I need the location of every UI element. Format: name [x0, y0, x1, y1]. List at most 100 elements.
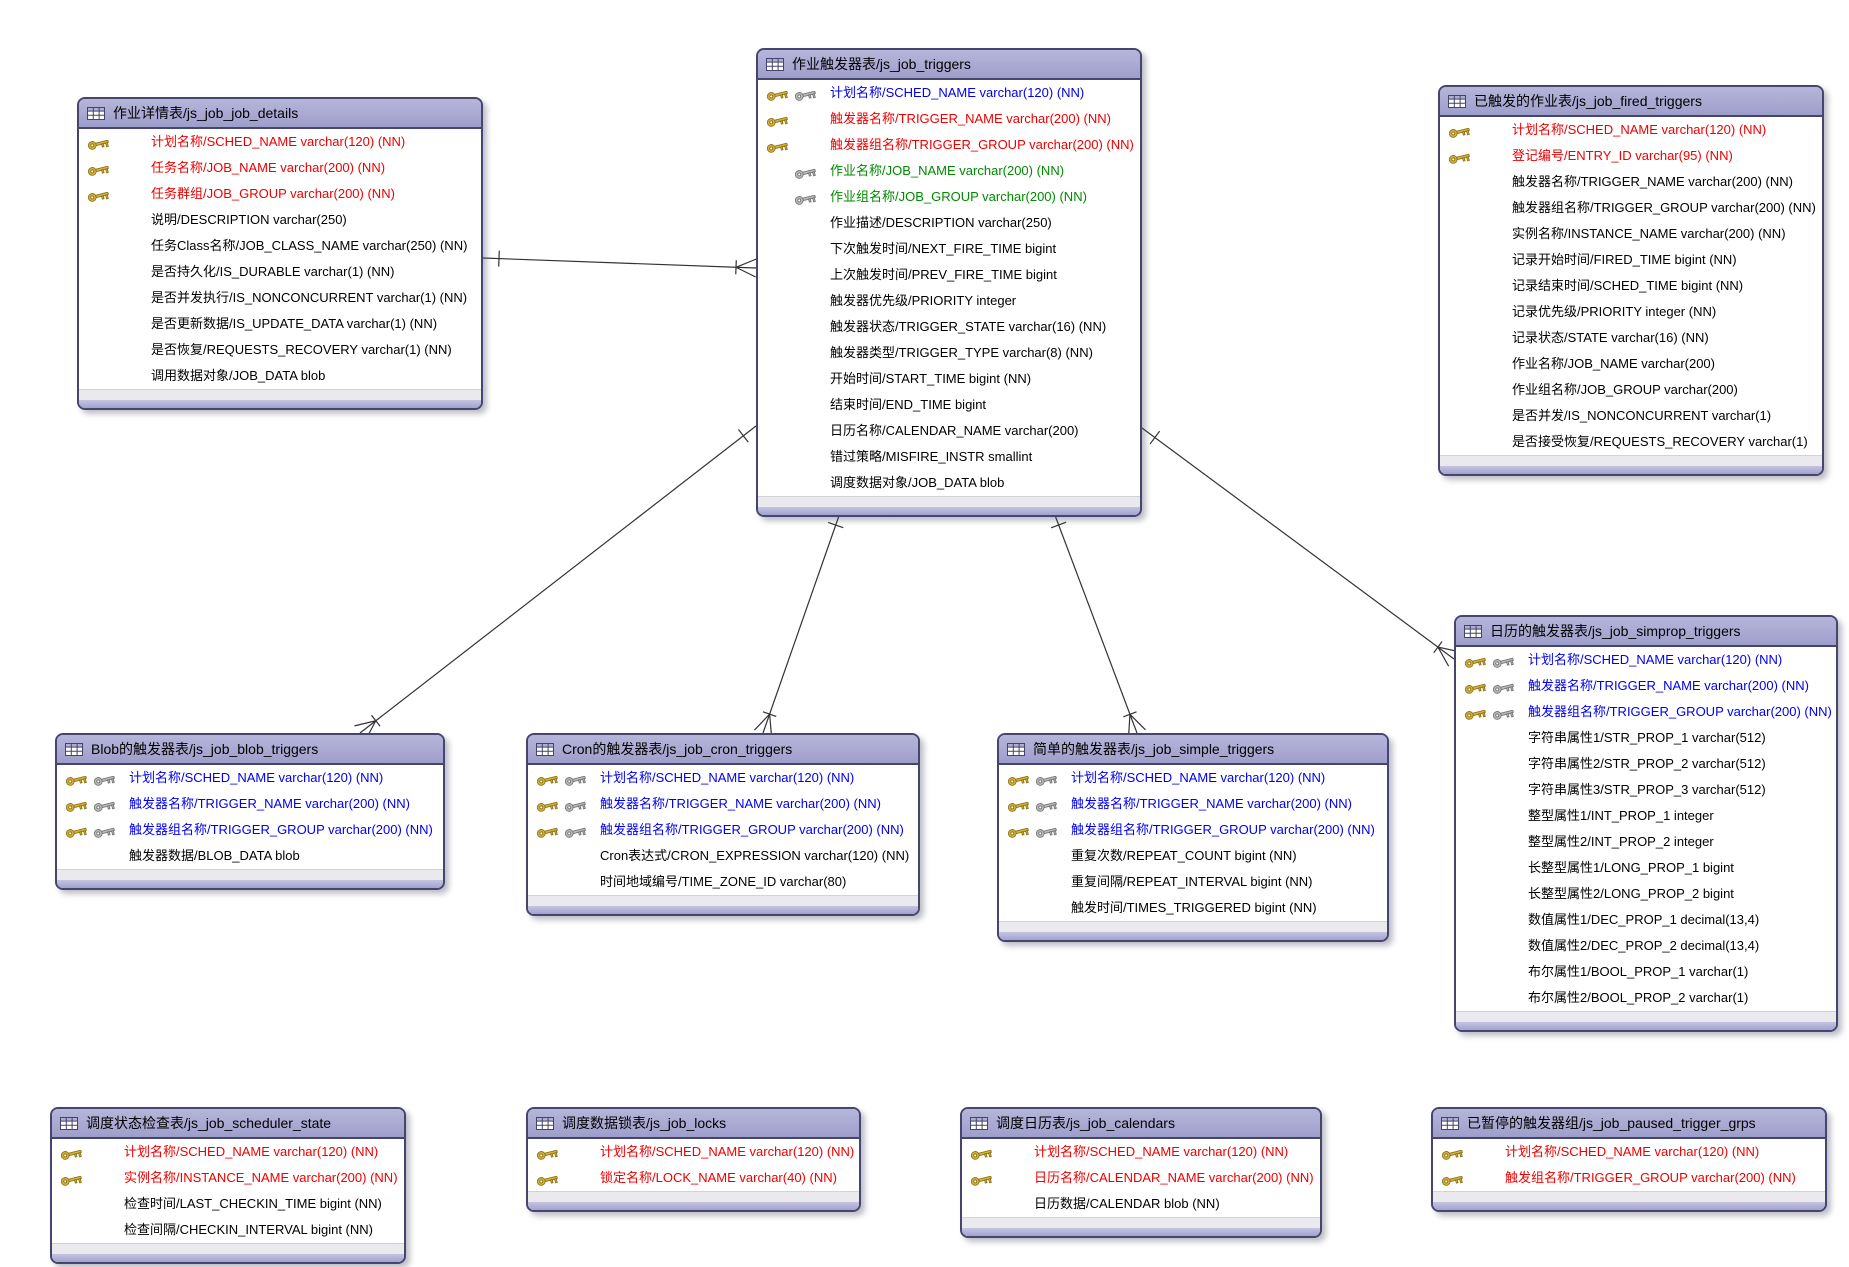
- field-row-js_job_locks-0[interactable]: 计划名称/SCHED_NAME varchar(120) (NN): [528, 1139, 859, 1165]
- field-row-js_job_blob_triggers-2[interactable]: 触发器组名称/TRIGGER_GROUP varchar(200) (NN): [57, 817, 443, 843]
- field-row-js_job_scheduler_state-3[interactable]: 检查间隔/CHECKIN_INTERVAL bigint (NN): [52, 1217, 404, 1243]
- field-row-js_job_calendars-0[interactable]: 计划名称/SCHED_NAME varchar(120) (NN): [962, 1139, 1320, 1165]
- field-row-js_job_job_details-6[interactable]: 是否并发执行/IS_NONCONCURRENT varchar(1) (NN): [79, 285, 481, 311]
- field-row-js_job_fired_triggers-4[interactable]: 实例名称/INSTANCE_NAME varchar(200) (NN): [1440, 221, 1822, 247]
- relationship-js_job_triggers-js_job_blob_triggers[interactable]: [354, 425, 757, 741]
- field-row-js_job_job_details-1[interactable]: 任务名称/JOB_NAME varchar(200) (NN): [79, 155, 481, 181]
- field-row-js_job_simprop_triggers-3[interactable]: 字符串属性1/STR_PROP_1 varchar(512): [1456, 725, 1836, 751]
- field-row-js_job_fired_triggers-3[interactable]: 触发器组名称/TRIGGER_GROUP varchar(200) (NN): [1440, 195, 1822, 221]
- field-row-js_job_triggers-7[interactable]: 上次触发时间/PREV_FIRE_TIME bigint: [758, 262, 1140, 288]
- field-row-js_job_blob_triggers-0[interactable]: 计划名称/SCHED_NAME varchar(120) (NN): [57, 765, 443, 791]
- field-row-js_job_simprop_triggers-4[interactable]: 字符串属性2/STR_PROP_2 varchar(512): [1456, 751, 1836, 777]
- field-row-js_job_simprop_triggers-0[interactable]: 计划名称/SCHED_NAME varchar(120) (NN): [1456, 647, 1836, 673]
- field-row-js_job_fired_triggers-2[interactable]: 触发器名称/TRIGGER_NAME varchar(200) (NN): [1440, 169, 1822, 195]
- table-header[interactable]: 日历的触发器表/js_job_simprop_triggers: [1456, 617, 1836, 647]
- field-row-js_job_fired_triggers-12[interactable]: 是否接受恢复/REQUESTS_RECOVERY varchar(1): [1440, 429, 1822, 455]
- field-row-js_job_locks-1[interactable]: 锁定名称/LOCK_NAME varchar(40) (NN): [528, 1165, 859, 1191]
- field-row-js_job_job_details-2[interactable]: 任务群组/JOB_GROUP varchar(200) (NN): [79, 181, 481, 207]
- field-row-js_job_triggers-15[interactable]: 调度数据对象/JOB_DATA blob: [758, 470, 1140, 496]
- field-row-js_job_simple_triggers-4[interactable]: 重复间隔/REPEAT_INTERVAL bigint (NN): [999, 869, 1387, 895]
- field-row-js_job_job_details-0[interactable]: 计划名称/SCHED_NAME varchar(120) (NN): [79, 129, 481, 155]
- field-row-js_job_fired_triggers-6[interactable]: 记录结束时间/SCHED_TIME bigint (NN): [1440, 273, 1822, 299]
- table-header[interactable]: 调度数据锁表/js_job_locks: [528, 1109, 859, 1139]
- field-row-js_job_triggers-1[interactable]: 触发器名称/TRIGGER_NAME varchar(200) (NN): [758, 106, 1140, 132]
- field-row-js_job_simprop_triggers-8[interactable]: 长整型属性1/LONG_PROP_1 bigint: [1456, 855, 1836, 881]
- field-row-js_job_job_details-5[interactable]: 是否持久化/IS_DURABLE varchar(1) (NN): [79, 259, 481, 285]
- field-row-js_job_cron_triggers-1[interactable]: 触发器名称/TRIGGER_NAME varchar(200) (NN): [528, 791, 918, 817]
- table-header[interactable]: 已触发的作业表/js_job_fired_triggers: [1440, 87, 1822, 117]
- field-row-js_job_blob_triggers-1[interactable]: 触发器名称/TRIGGER_NAME varchar(200) (NN): [57, 791, 443, 817]
- field-row-js_job_triggers-9[interactable]: 触发器状态/TRIGGER_STATE varchar(16) (NN): [758, 314, 1140, 340]
- field-row-js_job_job_details-9[interactable]: 调用数据对象/JOB_DATA blob: [79, 363, 481, 389]
- field-row-js_job_triggers-3[interactable]: 作业名称/JOB_NAME varchar(200) (NN): [758, 158, 1140, 184]
- field-row-js_job_fired_triggers-1[interactable]: 登记编号/ENTRY_ID varchar(95) (NN): [1440, 143, 1822, 169]
- table-header[interactable]: 调度状态检查表/js_job_scheduler_state: [52, 1109, 404, 1139]
- field-row-js_job_simprop_triggers-5[interactable]: 字符串属性3/STR_PROP_3 varchar(512): [1456, 777, 1836, 803]
- table-header[interactable]: 调度日历表/js_job_calendars: [962, 1109, 1320, 1139]
- table-header[interactable]: 简单的触发器表/js_job_simple_triggers: [999, 735, 1387, 765]
- field-row-js_job_triggers-6[interactable]: 下次触发时间/NEXT_FIRE_TIME bigint: [758, 236, 1140, 262]
- table-header[interactable]: 已暂停的触发器组/js_job_paused_trigger_grps: [1433, 1109, 1825, 1139]
- field-row-js_job_triggers-4[interactable]: 作业组名称/JOB_GROUP varchar(200) (NN): [758, 184, 1140, 210]
- field-row-js_job_job_details-7[interactable]: 是否更新数据/IS_UPDATE_DATA varchar(1) (NN): [79, 311, 481, 337]
- field-row-js_job_cron_triggers-2[interactable]: 触发器组名称/TRIGGER_GROUP varchar(200) (NN): [528, 817, 918, 843]
- field-row-js_job_paused_trigger_grps-0[interactable]: 计划名称/SCHED_NAME varchar(120) (NN): [1433, 1139, 1825, 1165]
- field-row-js_job_simple_triggers-1[interactable]: 触发器名称/TRIGGER_NAME varchar(200) (NN): [999, 791, 1387, 817]
- field-row-js_job_simple_triggers-0[interactable]: 计划名称/SCHED_NAME varchar(120) (NN): [999, 765, 1387, 791]
- field-row-js_job_simprop_triggers-11[interactable]: 数值属性2/DEC_PROP_2 decimal(13,4): [1456, 933, 1836, 959]
- table-header[interactable]: Blob的触发器表/js_job_blob_triggers: [57, 735, 443, 765]
- field-row-js_job_calendars-1[interactable]: 日历名称/CALENDAR_NAME varchar(200) (NN): [962, 1165, 1320, 1191]
- field-row-js_job_triggers-8[interactable]: 触发器优先级/PRIORITY integer: [758, 288, 1140, 314]
- field-row-js_job_scheduler_state-0[interactable]: 计划名称/SCHED_NAME varchar(120) (NN): [52, 1139, 404, 1165]
- field-row-js_job_calendars-2[interactable]: 日历数据/CALENDAR blob (NN): [962, 1191, 1320, 1217]
- table-header[interactable]: 作业详情表/js_job_job_details: [79, 99, 481, 129]
- field-row-js_job_blob_triggers-3[interactable]: 触发器数据/BLOB_DATA blob: [57, 843, 443, 869]
- field-row-js_job_triggers-14[interactable]: 错过策略/MISFIRE_INSTR smallint: [758, 444, 1140, 470]
- field-row-js_job_fired_triggers-5[interactable]: 记录开始时间/FIRED_TIME bigint (NN): [1440, 247, 1822, 273]
- field-row-js_job_triggers-13[interactable]: 日历名称/CALENDAR_NAME varchar(200): [758, 418, 1140, 444]
- field-row-js_job_simprop_triggers-1[interactable]: 触发器名称/TRIGGER_NAME varchar(200) (NN): [1456, 673, 1836, 699]
- field-row-js_job_paused_trigger_grps-1[interactable]: 触发组名称/TRIGGER_GROUP varchar(200) (NN): [1433, 1165, 1825, 1191]
- field-row-js_job_triggers-10[interactable]: 触发器类型/TRIGGER_TYPE varchar(8) (NN): [758, 340, 1140, 366]
- table-header[interactable]: 作业触发器表/js_job_triggers: [758, 50, 1140, 80]
- field-row-js_job_simprop_triggers-10[interactable]: 数值属性1/DEC_PROP_1 decimal(13,4): [1456, 907, 1836, 933]
- field-row-js_job_simprop_triggers-9[interactable]: 长整型属性2/LONG_PROP_2 bigint: [1456, 881, 1836, 907]
- table-header[interactable]: Cron的触发器表/js_job_cron_triggers: [528, 735, 918, 765]
- field-row-js_job_triggers-5[interactable]: 作业描述/DESCRIPTION varchar(250): [758, 210, 1140, 236]
- field-row-js_job_simple_triggers-3[interactable]: 重复次数/REPEAT_COUNT bigint (NN): [999, 843, 1387, 869]
- field-row-js_job_triggers-2[interactable]: 触发器组名称/TRIGGER_GROUP varchar(200) (NN): [758, 132, 1140, 158]
- field-row-js_job_fired_triggers-11[interactable]: 是否并发/IS_NONCONCURRENT varchar(1): [1440, 403, 1822, 429]
- field-row-js_job_cron_triggers-0[interactable]: 计划名称/SCHED_NAME varchar(120) (NN): [528, 765, 918, 791]
- field-row-js_job_scheduler_state-1[interactable]: 实例名称/INSTANCE_NAME varchar(200) (NN): [52, 1165, 404, 1191]
- field-row-js_job_fired_triggers-0[interactable]: 计划名称/SCHED_NAME varchar(120) (NN): [1440, 117, 1822, 143]
- field-row-js_job_fired_triggers-7[interactable]: 记录优先级/PRIORITY integer (NN): [1440, 299, 1822, 325]
- field-row-js_job_job_details-4[interactable]: 任务Class名称/JOB_CLASS_NAME varchar(250) (N…: [79, 233, 481, 259]
- relationship-js_job_job_details-js_job_triggers[interactable]: [482, 250, 757, 278]
- field-row-js_job_simple_triggers-2[interactable]: 触发器组名称/TRIGGER_GROUP varchar(200) (NN): [999, 817, 1387, 843]
- field-row-js_job_scheduler_state-2[interactable]: 检查时间/LAST_CHECKIN_TIME bigint (NN): [52, 1191, 404, 1217]
- field-row-js_job_fired_triggers-10[interactable]: 作业组名称/JOB_GROUP varchar(200): [1440, 377, 1822, 403]
- field-row-js_job_fired_triggers-9[interactable]: 作业名称/JOB_NAME varchar(200): [1440, 351, 1822, 377]
- relationship-js_job_triggers-js_job_simprop_triggers[interactable]: [1141, 427, 1460, 667]
- field-row-js_job_triggers-0[interactable]: 计划名称/SCHED_NAME varchar(120) (NN): [758, 80, 1140, 106]
- field-row-js_job_simple_triggers-5[interactable]: 触发时间/TIMES_TRIGGERED bigint (NN): [999, 895, 1387, 921]
- field-row-js_job_simprop_triggers-7[interactable]: 整型属性2/INT_PROP_2 integer: [1456, 829, 1836, 855]
- field-row-js_job_job_details-8[interactable]: 是否恢复/REQUESTS_RECOVERY varchar(1) (NN): [79, 337, 481, 363]
- field-row-js_job_simprop_triggers-2[interactable]: 触发器组名称/TRIGGER_GROUP varchar(200) (NN): [1456, 699, 1836, 725]
- relationship-js_job_triggers-js_job_simple_triggers[interactable]: [1050, 509, 1146, 737]
- relationship-js_job_triggers-js_job_cron_triggers[interactable]: [754, 509, 844, 737]
- field-row-js_job_simprop_triggers-13[interactable]: 布尔属性2/BOOL_PROP_2 varchar(1): [1456, 985, 1836, 1011]
- field-row-js_job_fired_triggers-8[interactable]: 记录状态/STATE varchar(16) (NN): [1440, 325, 1822, 351]
- field-row-js_job_simprop_triggers-6[interactable]: 整型属性1/INT_PROP_1 integer: [1456, 803, 1836, 829]
